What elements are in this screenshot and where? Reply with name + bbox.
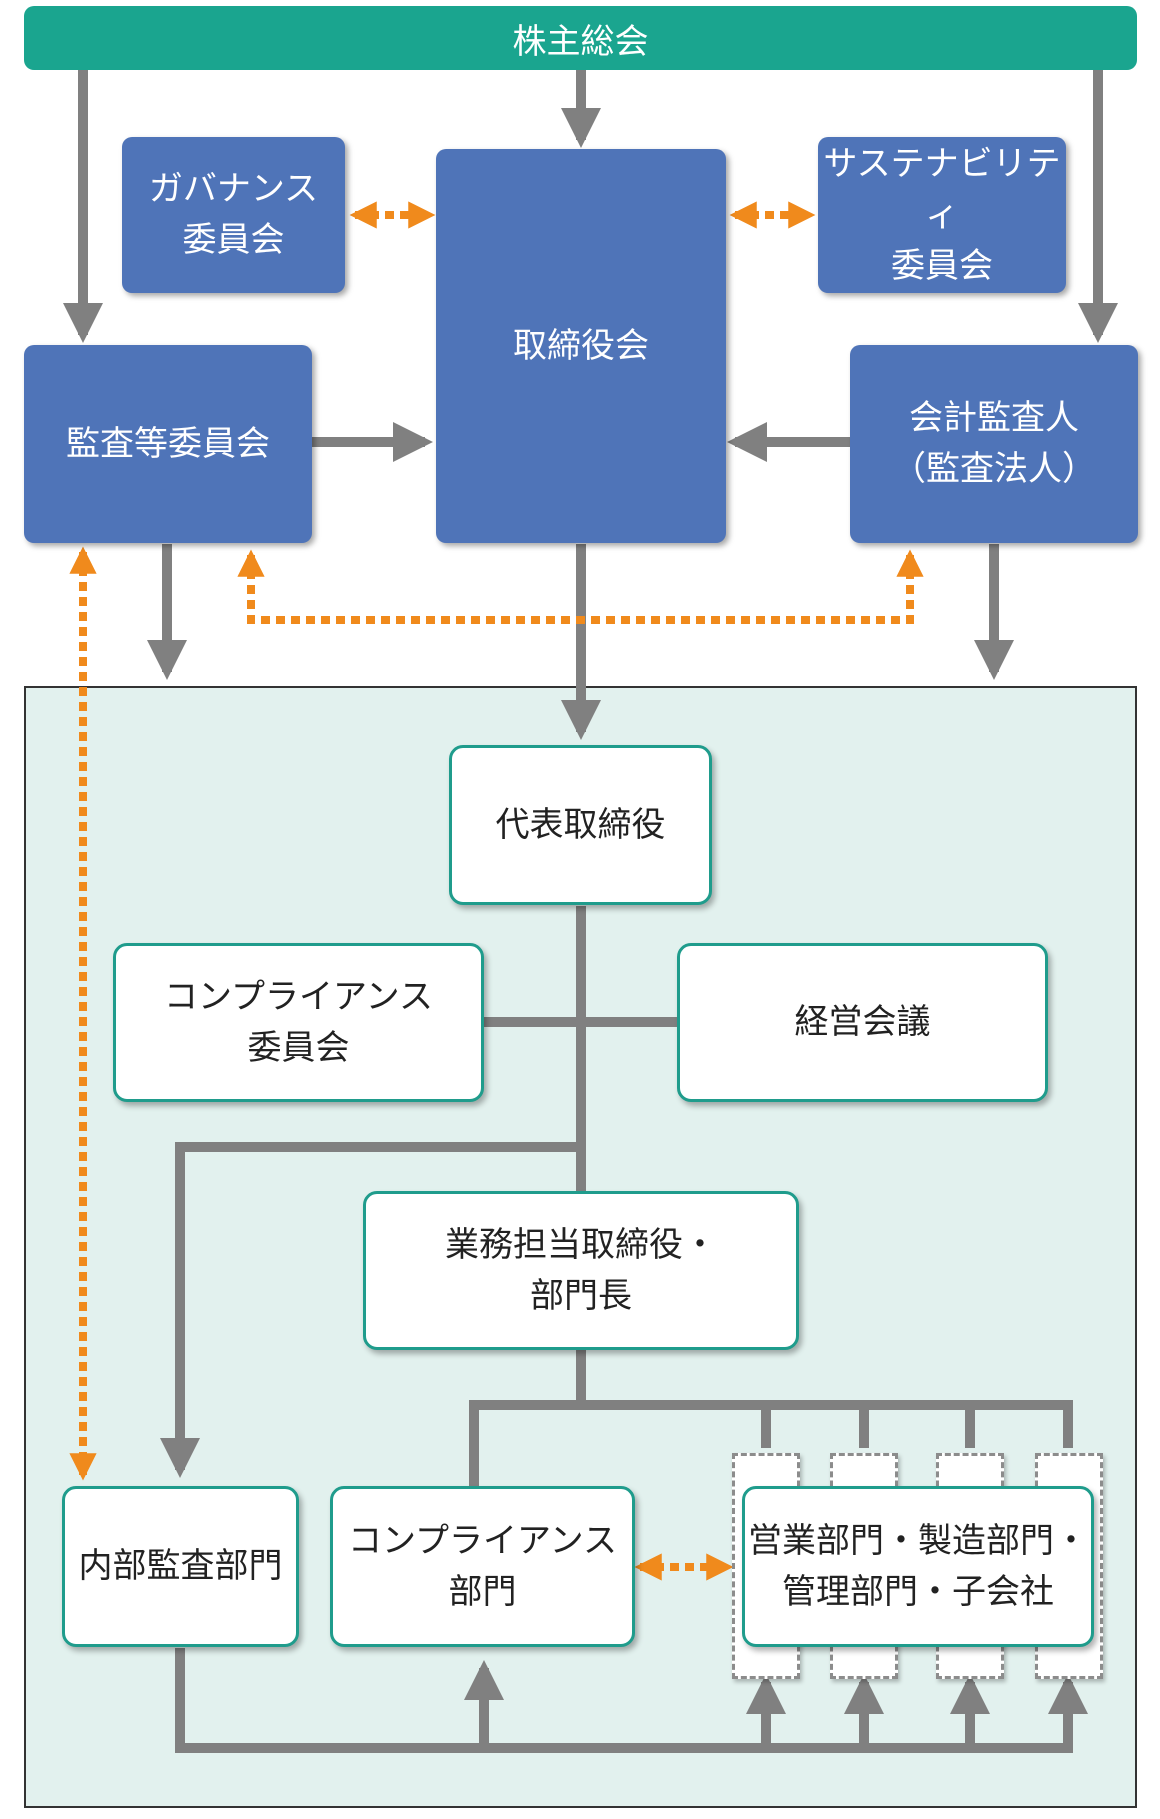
accounting-auditor-label: 会計監査人 （監査法人） — [892, 398, 1096, 489]
management-meeting-label: 経営会議 — [794, 1002, 931, 1042]
compliance-dept: コンプライアンス 部門 — [330, 1486, 635, 1647]
compliance-committee-label: コンプライアンス 委員会 — [164, 976, 433, 1068]
dotted-audit-to-auditor — [237, 549, 924, 624]
sustainability-label: サステナビリティ 委員会 — [823, 143, 1061, 286]
shareholders-label: 株主総会 — [512, 21, 649, 62]
line-bottom-loop — [175, 1648, 1073, 1753]
sustainability-committee: サステナビリティ 委員会 — [818, 137, 1066, 293]
representative-director: 代表取締役 — [449, 745, 712, 905]
board-label: 取締役会 — [513, 325, 649, 366]
board-of-directors: 取締役会 — [436, 149, 726, 543]
compliance-committee: コンプライアンス 委員会 — [113, 943, 484, 1102]
business-units: 営業部門・製造部門・ 管理部門・子会社 — [742, 1486, 1094, 1647]
audit-committee: 監査等委員会 — [24, 345, 312, 543]
executive-officers: 業務担当取締役・ 部門長 — [363, 1191, 799, 1350]
executives-label: 業務担当取締役・ 部門長 — [445, 1224, 717, 1316]
audit-committee-label: 監査等委員会 — [66, 423, 270, 464]
internal-audit-dept: 内部監査部門 — [62, 1486, 299, 1647]
accounting-auditor: 会計監査人 （監査法人） — [850, 345, 1138, 543]
representative-label: 代表取締役 — [495, 804, 666, 845]
management-meeting: 経営会議 — [677, 943, 1048, 1102]
line-to-internal-audit — [160, 1142, 581, 1478]
governance-label: ガバナンス 委員会 — [148, 169, 319, 260]
compliance-dept-label: コンプライアンス 部門 — [348, 1520, 617, 1612]
business-units-label: 営業部門・製造部門・ 管理部門・子会社 — [748, 1520, 1088, 1612]
shareholders-meeting: 株主総会 — [24, 6, 1137, 70]
governance-committee: ガバナンス 委員会 — [122, 137, 345, 293]
internal-audit-label: 内部監査部門 — [78, 1546, 283, 1586]
